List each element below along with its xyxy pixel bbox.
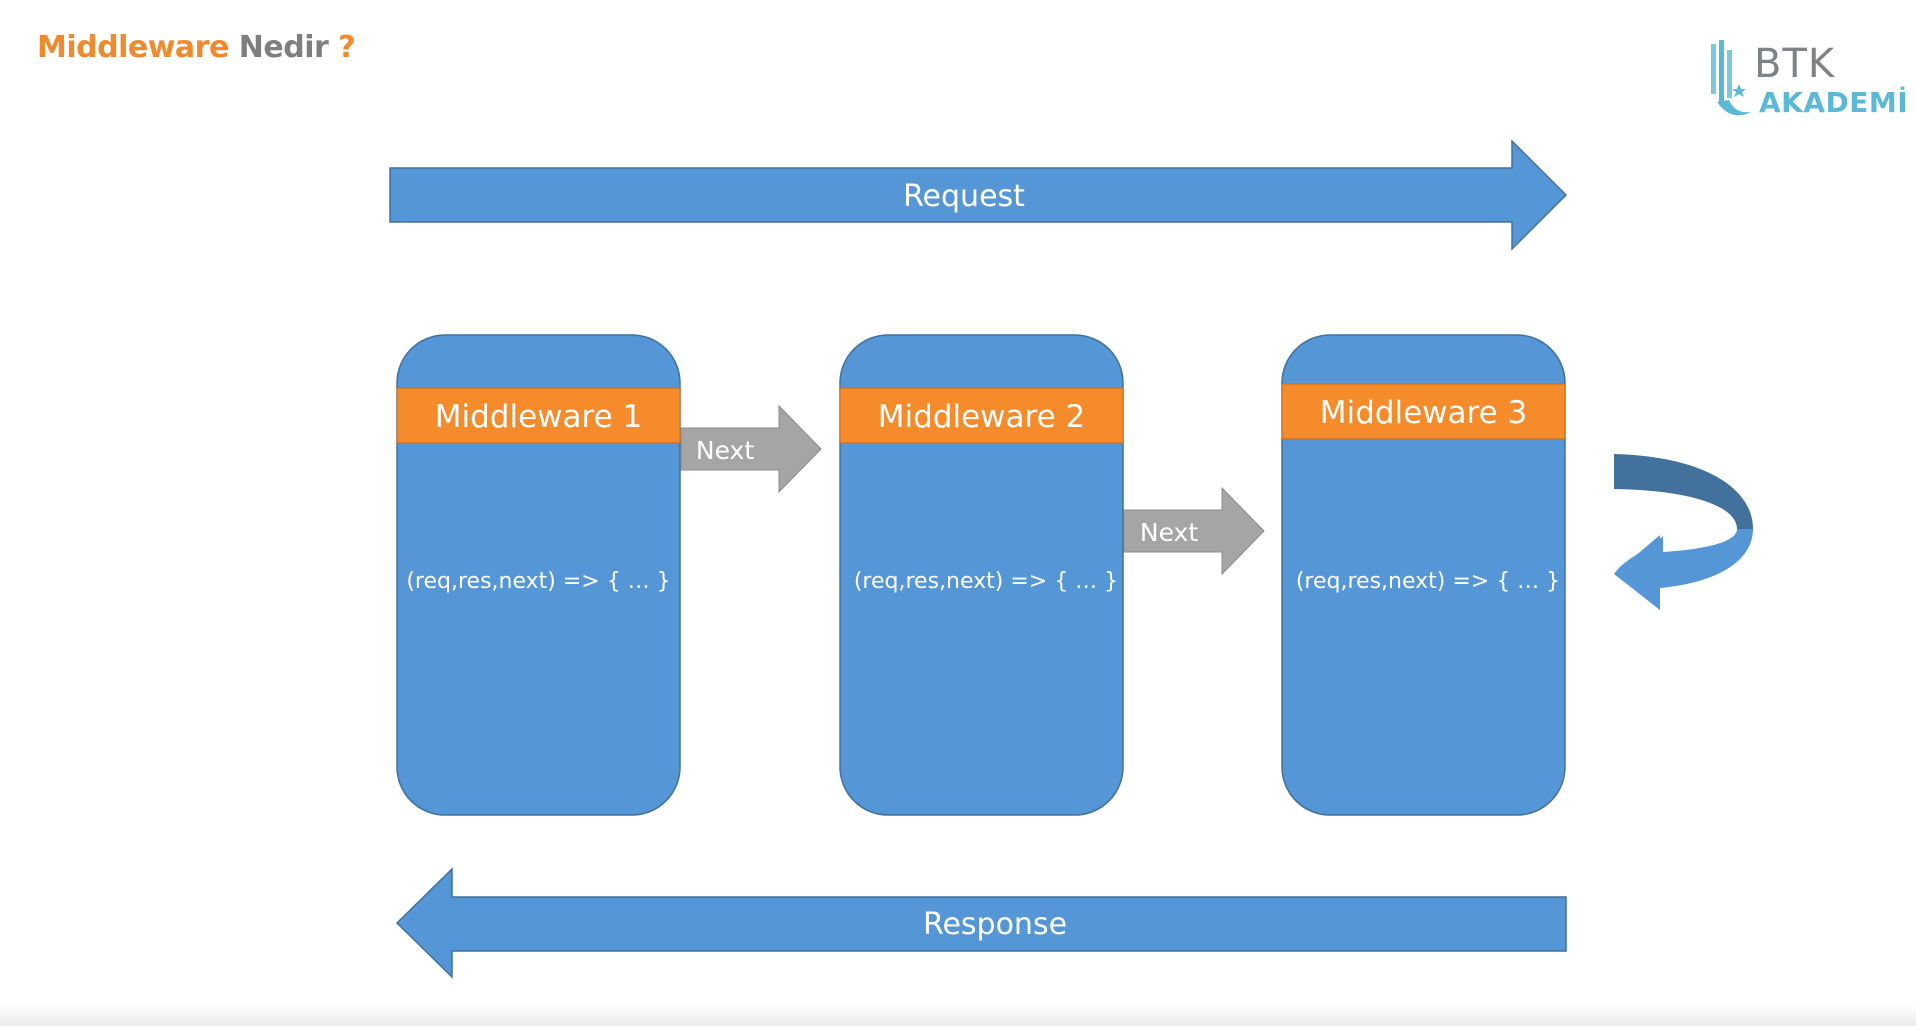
request-label: Request (903, 179, 1025, 214)
logo-mark-icon (1711, 40, 1751, 116)
middleware-header-3 (1281, 383, 1566, 440)
next-label-2: Next (1140, 518, 1198, 547)
response-arrow: Response (395, 867, 1567, 979)
middleware-header-1 (396, 387, 681, 444)
middleware-code-2: (req,res,next) => { … } (854, 569, 1118, 594)
request-arrow: Request (389, 139, 1568, 251)
title-question-mark: ? (338, 30, 356, 65)
logo-top-text: BTK (1754, 41, 1836, 87)
title-word: Nedir (238, 30, 329, 65)
middleware-code-1: (req,res,next) => { … } (406, 569, 670, 594)
response-label: Response (923, 907, 1067, 942)
slide-title: Middleware Nedir ? (37, 26, 356, 70)
title-keyword: Middleware (37, 30, 229, 65)
middleware-box-2: Middleware 2 (req,res,next) => { … } (839, 334, 1124, 816)
next-arrow-1: Next (680, 404, 822, 494)
next-label-1: Next (696, 436, 754, 465)
curved-return-arrow (1614, 454, 1753, 610)
next-arrow-2: Next (1123, 486, 1265, 576)
middleware-name-3: Middleware 3 (1320, 395, 1527, 431)
middleware-box-1: Middleware 1 (req,res,next) => { … } (396, 334, 681, 816)
middleware-name-2: Middleware 2 (878, 399, 1085, 435)
middleware-code-3: (req,res,next) => { … } (1296, 569, 1560, 594)
middleware-box-3: Middleware 3 (req,res,next) => { … } (1281, 334, 1566, 816)
btk-akademi-logo: BTK AKADEMİ (1705, 38, 1908, 122)
logo-bottom-text: AKADEMİ (1759, 86, 1909, 119)
middleware-name-1: Middleware 1 (435, 399, 642, 435)
slide-bottom-band (0, 1004, 1916, 1026)
middleware-header-2 (839, 387, 1124, 444)
